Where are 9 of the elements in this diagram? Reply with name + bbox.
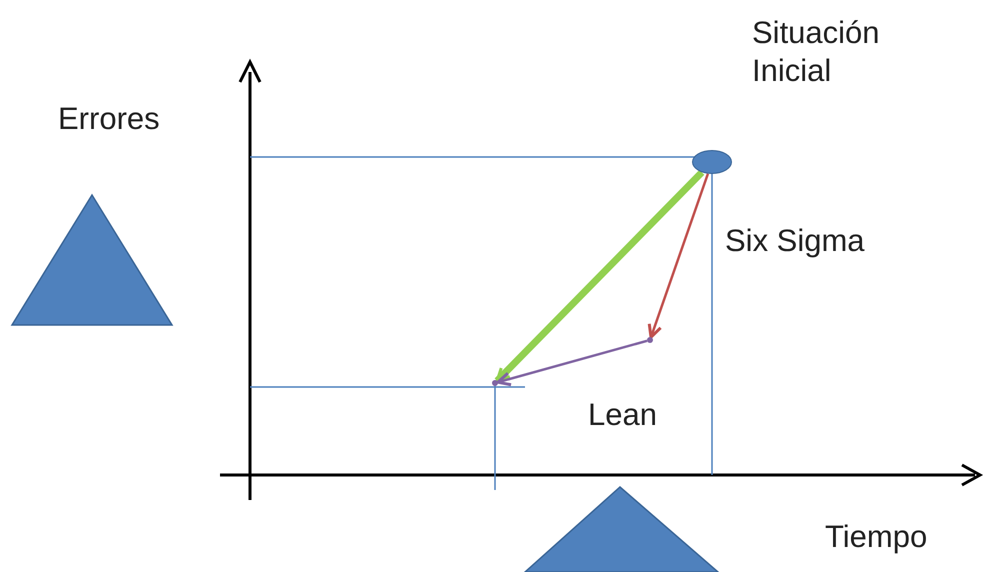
axis-title: Tiempo: [825, 518, 928, 556]
point-ellipse: [692, 150, 732, 174]
arrow-end-point: [647, 337, 653, 343]
point-caption: Situación Inicial: [752, 14, 881, 90]
arrow: [494, 170, 704, 384]
arrow-end-point: [492, 380, 498, 386]
arrow: [496, 340, 648, 386]
arrow: [648, 173, 710, 339]
axis-title: Errores: [58, 100, 160, 138]
